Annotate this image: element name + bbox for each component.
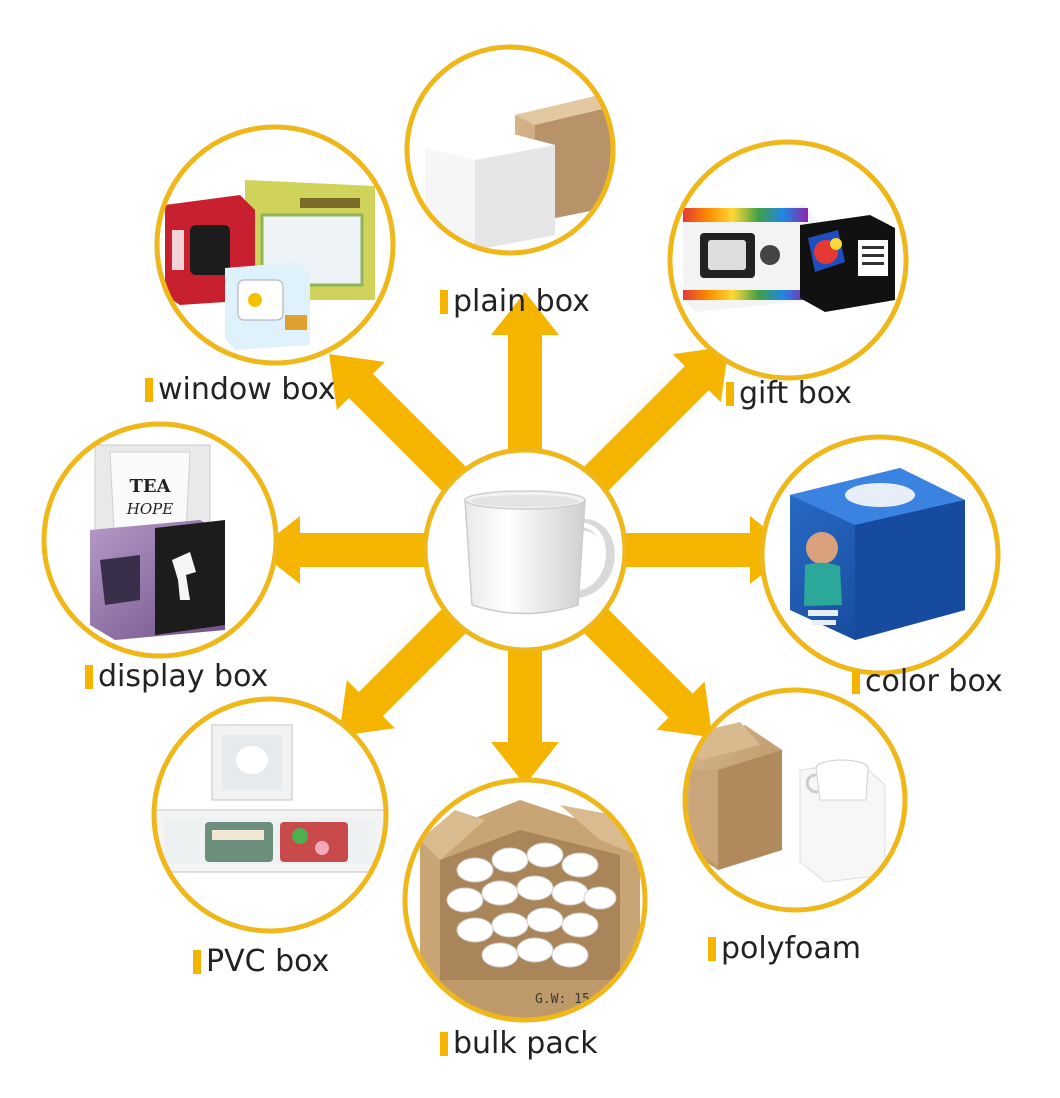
label-marker xyxy=(852,670,860,694)
arrows xyxy=(257,292,793,785)
pvc-box-illustration xyxy=(151,696,389,934)
display-box-illustration: TEA HOPE xyxy=(41,421,279,659)
label-marker xyxy=(145,378,153,402)
label-gift-box: gift box xyxy=(726,377,852,411)
arrow-down xyxy=(491,645,559,785)
display-mug-line2: HOPE xyxy=(126,500,173,518)
gift-box-illustration xyxy=(667,139,909,381)
label-marker xyxy=(708,937,716,961)
arrow-down-right xyxy=(580,605,713,738)
label-bulk-pack: bulk pack xyxy=(440,1027,598,1061)
display-mug-line1: TEA xyxy=(129,476,171,497)
mug-icon xyxy=(464,490,615,615)
label-marker xyxy=(440,1032,448,1056)
label-color-box: color box xyxy=(852,665,1003,699)
label-marker xyxy=(193,950,201,974)
arrow-up-right xyxy=(580,346,729,495)
label-marker xyxy=(440,290,448,314)
arrow-up-left xyxy=(329,354,470,495)
arrow-left xyxy=(257,516,430,584)
window-box-illustration xyxy=(154,124,396,366)
bulk-pack-illustration: G.W: 15 xyxy=(402,777,648,1023)
bulk-carton-print: G.W: 15 xyxy=(535,992,590,1007)
label-marker xyxy=(85,665,93,689)
label-pvc-box: PVC box xyxy=(193,945,329,979)
label-plain-box: plain box xyxy=(440,285,590,319)
arrow-down-left xyxy=(339,605,470,736)
label-display-box: display box xyxy=(85,660,268,694)
label-marker xyxy=(726,382,734,406)
center-mug-circle xyxy=(422,447,628,653)
polyfoam-illustration xyxy=(682,687,908,913)
arrow-up xyxy=(491,292,559,455)
label-window-box: window box xyxy=(145,373,336,407)
label-polyfoam: polyfoam xyxy=(708,932,861,966)
color-box-illustration xyxy=(759,434,1001,676)
plain-box-illustration xyxy=(404,44,616,256)
